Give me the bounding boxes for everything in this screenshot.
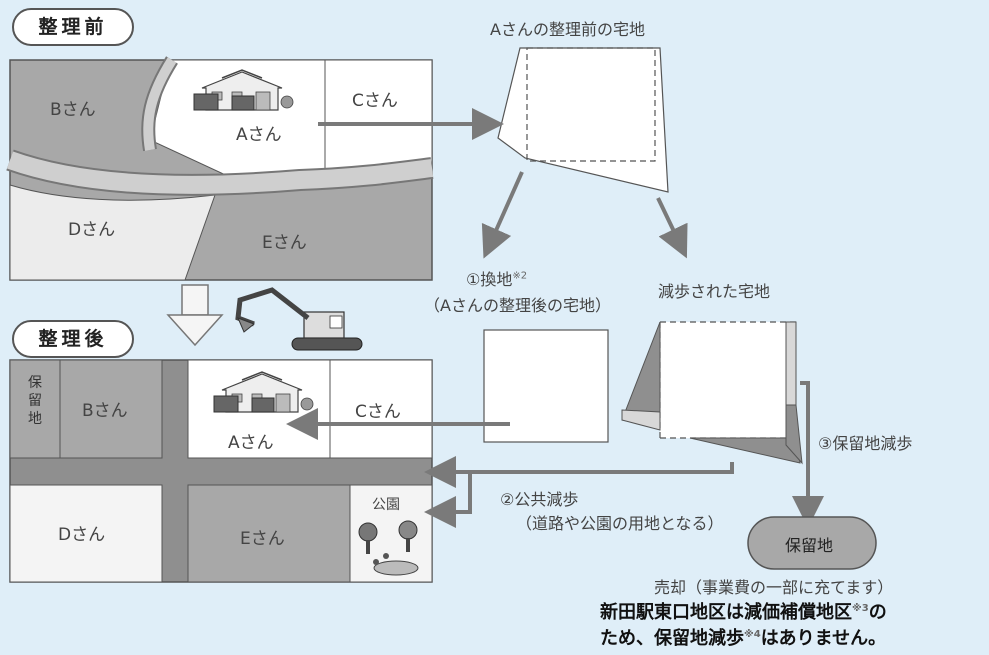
footer-line-2-b: はありません。 <box>760 628 887 649</box>
before-lot-d: Dさん <box>68 220 116 240</box>
a-before-title: Aさんの整理前の宅地 <box>490 20 645 39</box>
after-reserve-char: 保 <box>28 375 42 391</box>
park-trees-icon <box>358 520 419 576</box>
before-lot-c: Cさん <box>352 91 398 111</box>
public-reduction-sub: （道路や公園の用地となる） <box>516 514 724 533</box>
excavator-icon <box>235 287 363 351</box>
before-lot-b: Bさん <box>50 100 96 120</box>
arrow-public-reduction <box>424 456 734 488</box>
house-icon <box>213 371 314 413</box>
after-lot-b: Bさん <box>82 401 128 421</box>
down-arrow <box>166 284 224 347</box>
exchange-label: ①換地※2 <box>466 266 527 290</box>
reserve-land-shape <box>747 516 877 570</box>
footer-line-1-a: 新田駅東口地区は減価補償地区 <box>600 602 852 623</box>
after-park-label: 公園 <box>372 497 400 513</box>
footer-note-mark-3: ※3 <box>852 603 869 614</box>
before-lot-a: Aさん <box>236 125 282 145</box>
exchange-sub: （Aさんの整理後の宅地） <box>424 296 611 315</box>
footer-line-1: 新田駅東口地区は減価補償地区※3の <box>600 598 887 624</box>
before-lot-e: Eさん <box>262 233 307 253</box>
a-before-lot-shape <box>497 47 669 193</box>
after-heading: 整理後 <box>12 320 134 358</box>
sale-note: 売却（事業費の一部に充てます） <box>654 578 894 597</box>
after-lot-e: Eさん <box>240 529 285 549</box>
a-before-lot-dashed <box>526 47 656 162</box>
footer-line-1-b: の <box>868 602 887 623</box>
reserve-reduction-label: ③保留地減歩 <box>818 434 913 453</box>
footer-line-2-a: ため、保留地減歩 <box>600 628 744 649</box>
exchange-label-text: ①換地 <box>466 270 513 289</box>
after-lot-a: Aさん <box>228 433 274 453</box>
reduced-title: 減歩された宅地 <box>658 282 771 301</box>
before-heading: 整理前 <box>12 8 134 46</box>
reserve-land-label: 保留地 <box>785 536 834 555</box>
after-map <box>9 359 433 583</box>
footer-note-mark-4: ※4 <box>744 629 761 640</box>
exchange-note-mark: ※2 <box>512 270 528 282</box>
after-lot-d: Dさん <box>58 525 106 545</box>
after-reserve-char: 留 <box>28 393 42 409</box>
public-reduction-label: ②公共減歩 <box>500 490 579 509</box>
arrow-public-reduction-park <box>424 472 472 528</box>
house-icon <box>193 69 294 111</box>
after-reserve-vertical: 保 留 地 <box>22 374 48 428</box>
after-lot-c: Cさん <box>355 402 401 422</box>
arrow-reserve-reduction <box>792 381 824 528</box>
footer-line-2: ため、保留地減歩※4はありません。 <box>600 624 886 650</box>
reduced-lot-shape <box>621 321 803 465</box>
after-reserve-char: 地 <box>28 411 42 427</box>
arrow-to-reduced <box>656 197 688 259</box>
arrow-to-exchange <box>481 171 524 259</box>
